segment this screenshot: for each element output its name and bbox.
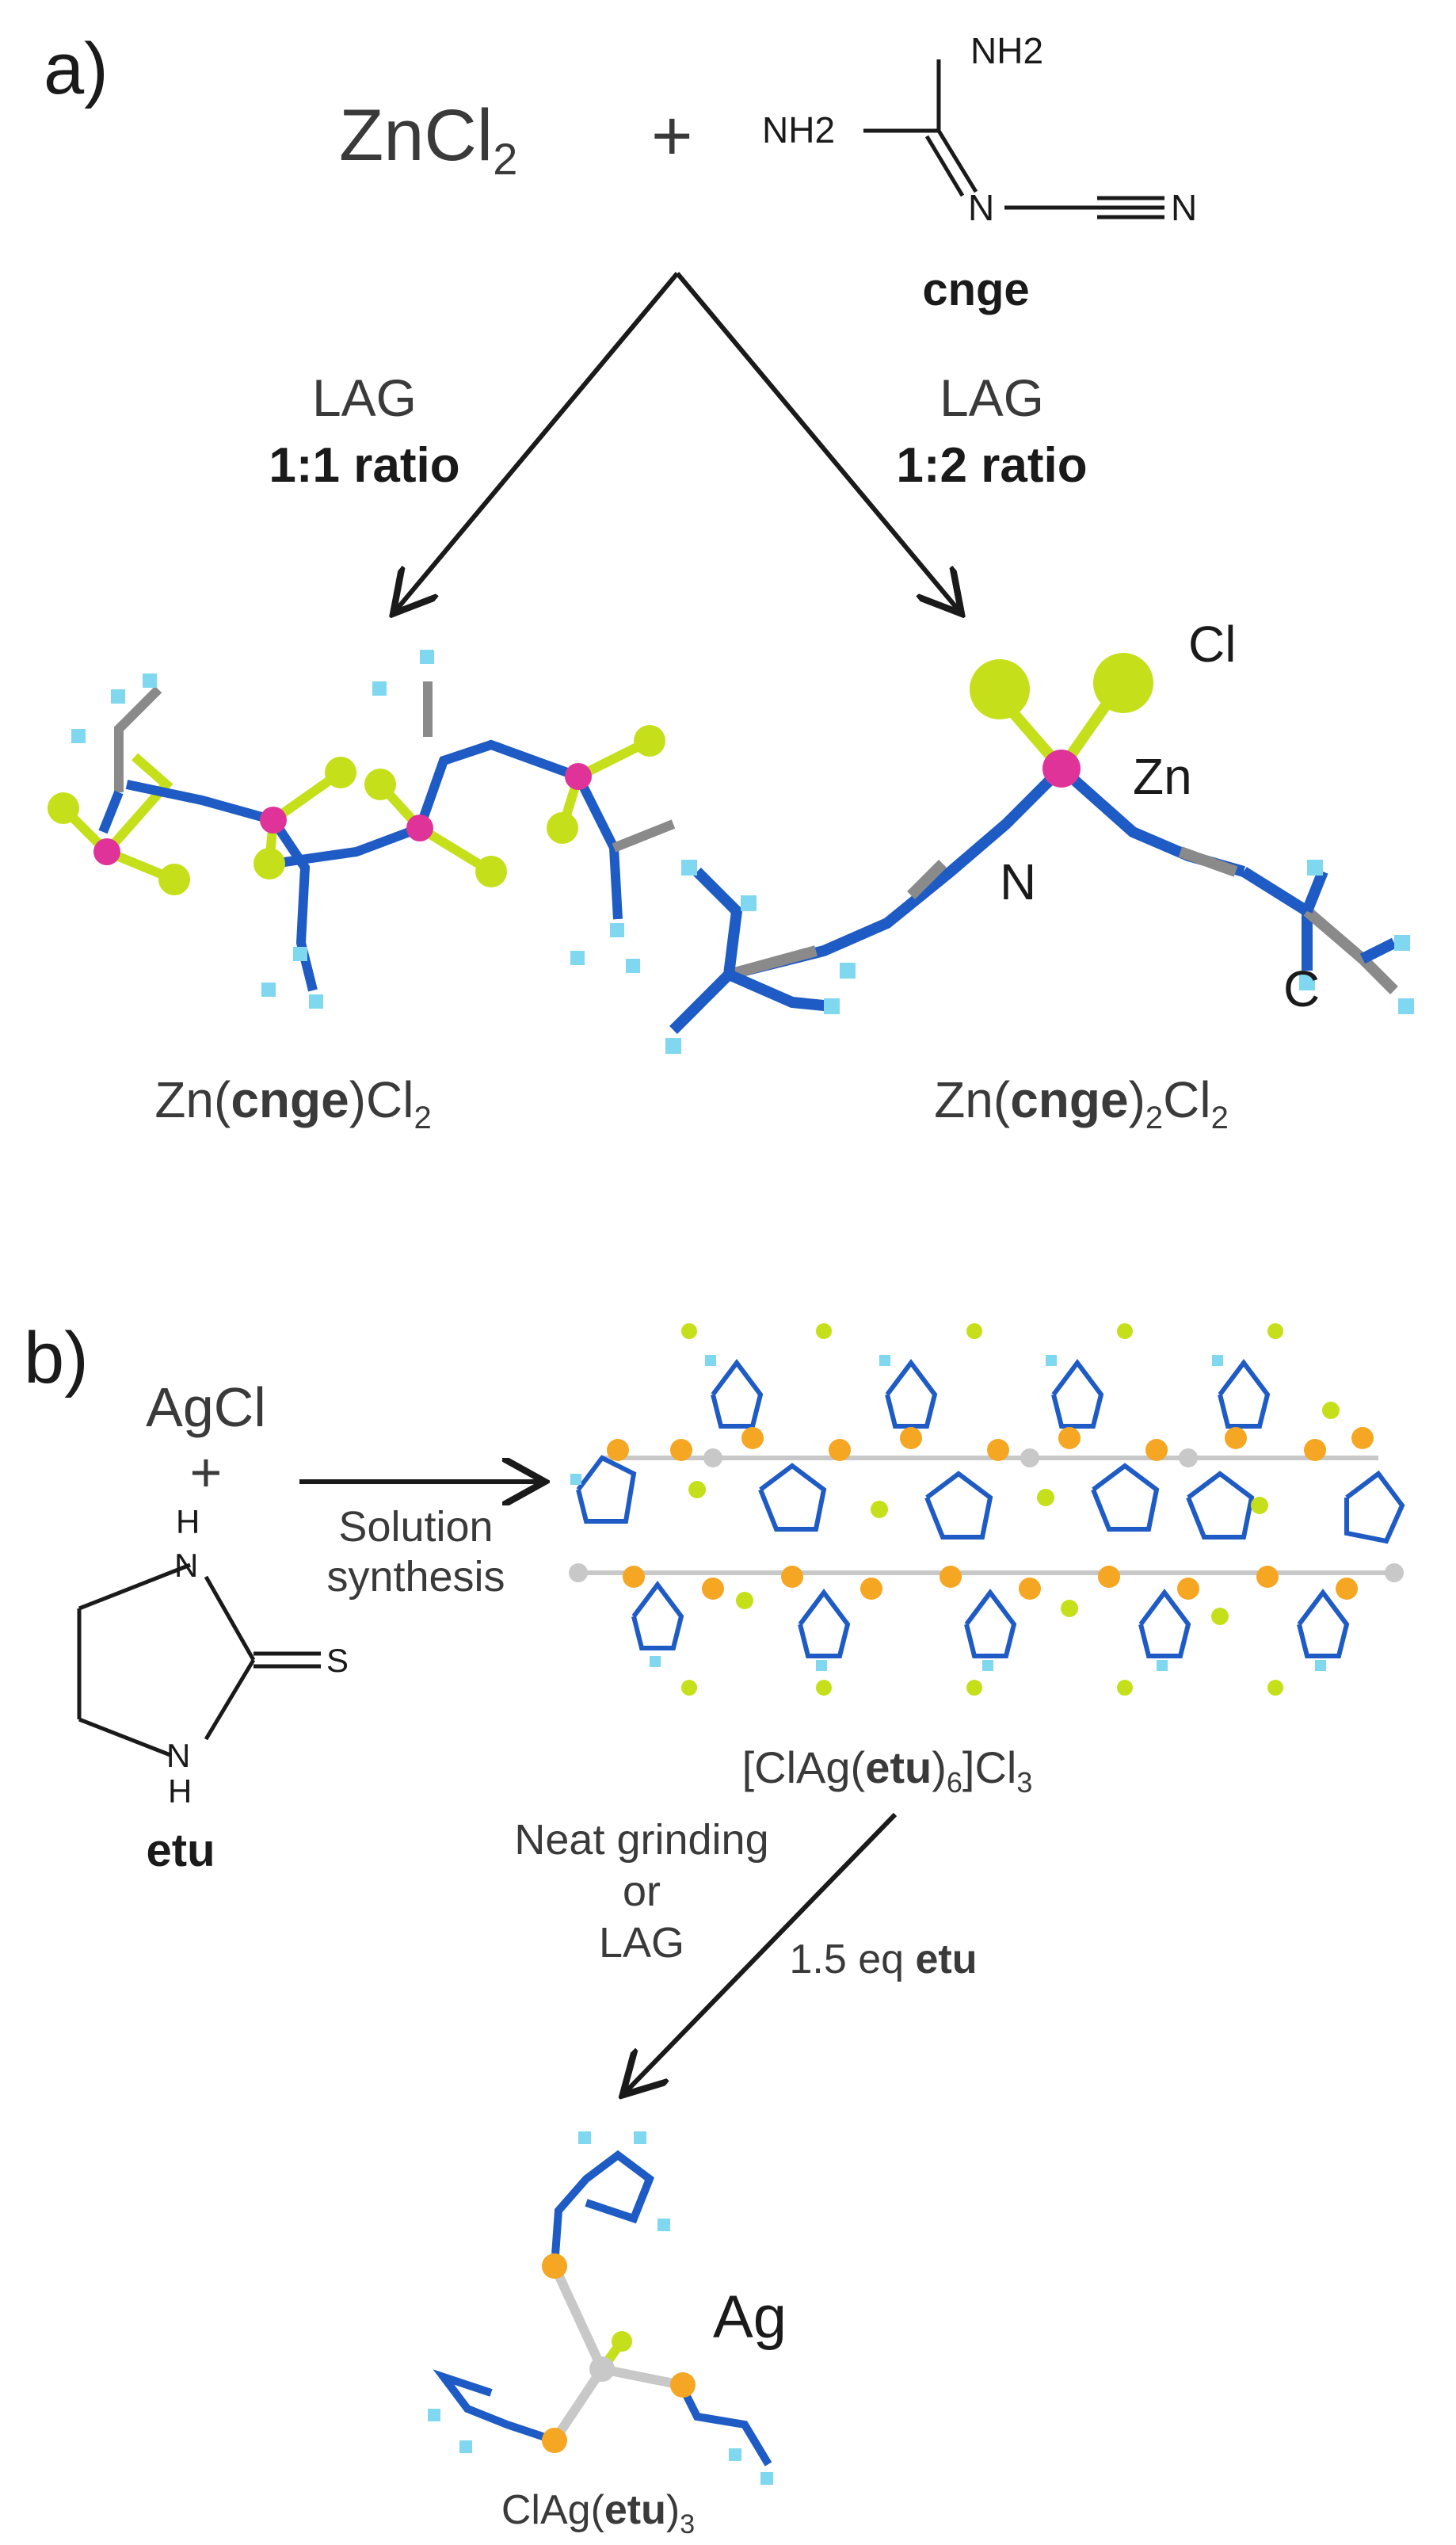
product-zn-cnge-cl2: Zn(cnge)Cl2	[154, 1071, 431, 1135]
panel-a-label: a)	[44, 29, 109, 109]
route-left-method: LAG	[312, 368, 417, 427]
product-zn-cnge2-cl2: Zn(cnge)2Cl2	[934, 1071, 1229, 1135]
atom-label-zn: Zn	[1133, 748, 1192, 805]
route-right-ratio: 1:2 ratio	[896, 438, 1087, 493]
cnge-nh2-left: NH2	[762, 109, 835, 151]
reactant-agcl: AgCl	[146, 1376, 266, 1438]
route-grinding-line3: LAG	[599, 1919, 684, 1967]
cnge-n-imine: N	[968, 187, 994, 228]
product-clag-etu3: ClAg(etu)3	[501, 2487, 695, 2539]
clag-etu3-molecule-model	[428, 2131, 773, 2485]
cnge-n-nitrile: N	[1171, 187, 1197, 228]
zn-cnge-cl2-polymer-model	[48, 650, 676, 1009]
route-solution-line1: Solution	[338, 1503, 493, 1551]
clag-etu6-cl3-packing-model	[569, 1323, 1405, 1696]
etu-s: S	[326, 1642, 349, 1679]
reactant-zncl2: ZnCl2	[339, 95, 517, 184]
arrow-1to2	[675, 272, 959, 610]
route-right-method: LAG	[940, 368, 1044, 427]
plus-sign-a: +	[651, 97, 693, 176]
etu-n-top: N	[174, 1547, 198, 1584]
equivalents-etu: 1.5 eq etu	[789, 1936, 977, 1982]
atom-label-cl: Cl	[1188, 616, 1236, 673]
etu-name: etu	[147, 1825, 215, 1876]
cnge-nh2-top: NH2	[970, 30, 1043, 71]
route-grinding-line1: Neat grinding	[514, 1816, 768, 1864]
etu-n-bottom: N	[166, 1737, 190, 1774]
route-grinding-line2: or	[623, 1868, 661, 1915]
etu-structure: H N S N H	[77, 1503, 349, 1810]
etu-h-top: H	[176, 1503, 200, 1540]
cnge-name: cnge	[922, 264, 1029, 315]
cnge-structure: NH2 NH2 N N	[762, 30, 1197, 228]
panel-b-label: b)	[24, 1318, 89, 1398]
arrow-1to1	[396, 272, 680, 610]
route-solution-line2: synthesis	[326, 1553, 505, 1601]
route-left-ratio: 1:1 ratio	[269, 438, 459, 493]
arrow-grinding	[626, 1812, 898, 2092]
product-clag-etu6-cl3: [ClAg(etu)6]Cl3	[742, 1742, 1033, 1799]
plus-sign-b: +	[190, 1441, 223, 1503]
atom-label-c: C	[1283, 960, 1320, 1017]
zn-cnge2-cl2-molecule-model	[665, 653, 1414, 1054]
atom-label-n: N	[1000, 853, 1036, 910]
etu-h-bottom: H	[168, 1772, 192, 1810]
atom-label-ag: Ag	[713, 2284, 787, 2351]
